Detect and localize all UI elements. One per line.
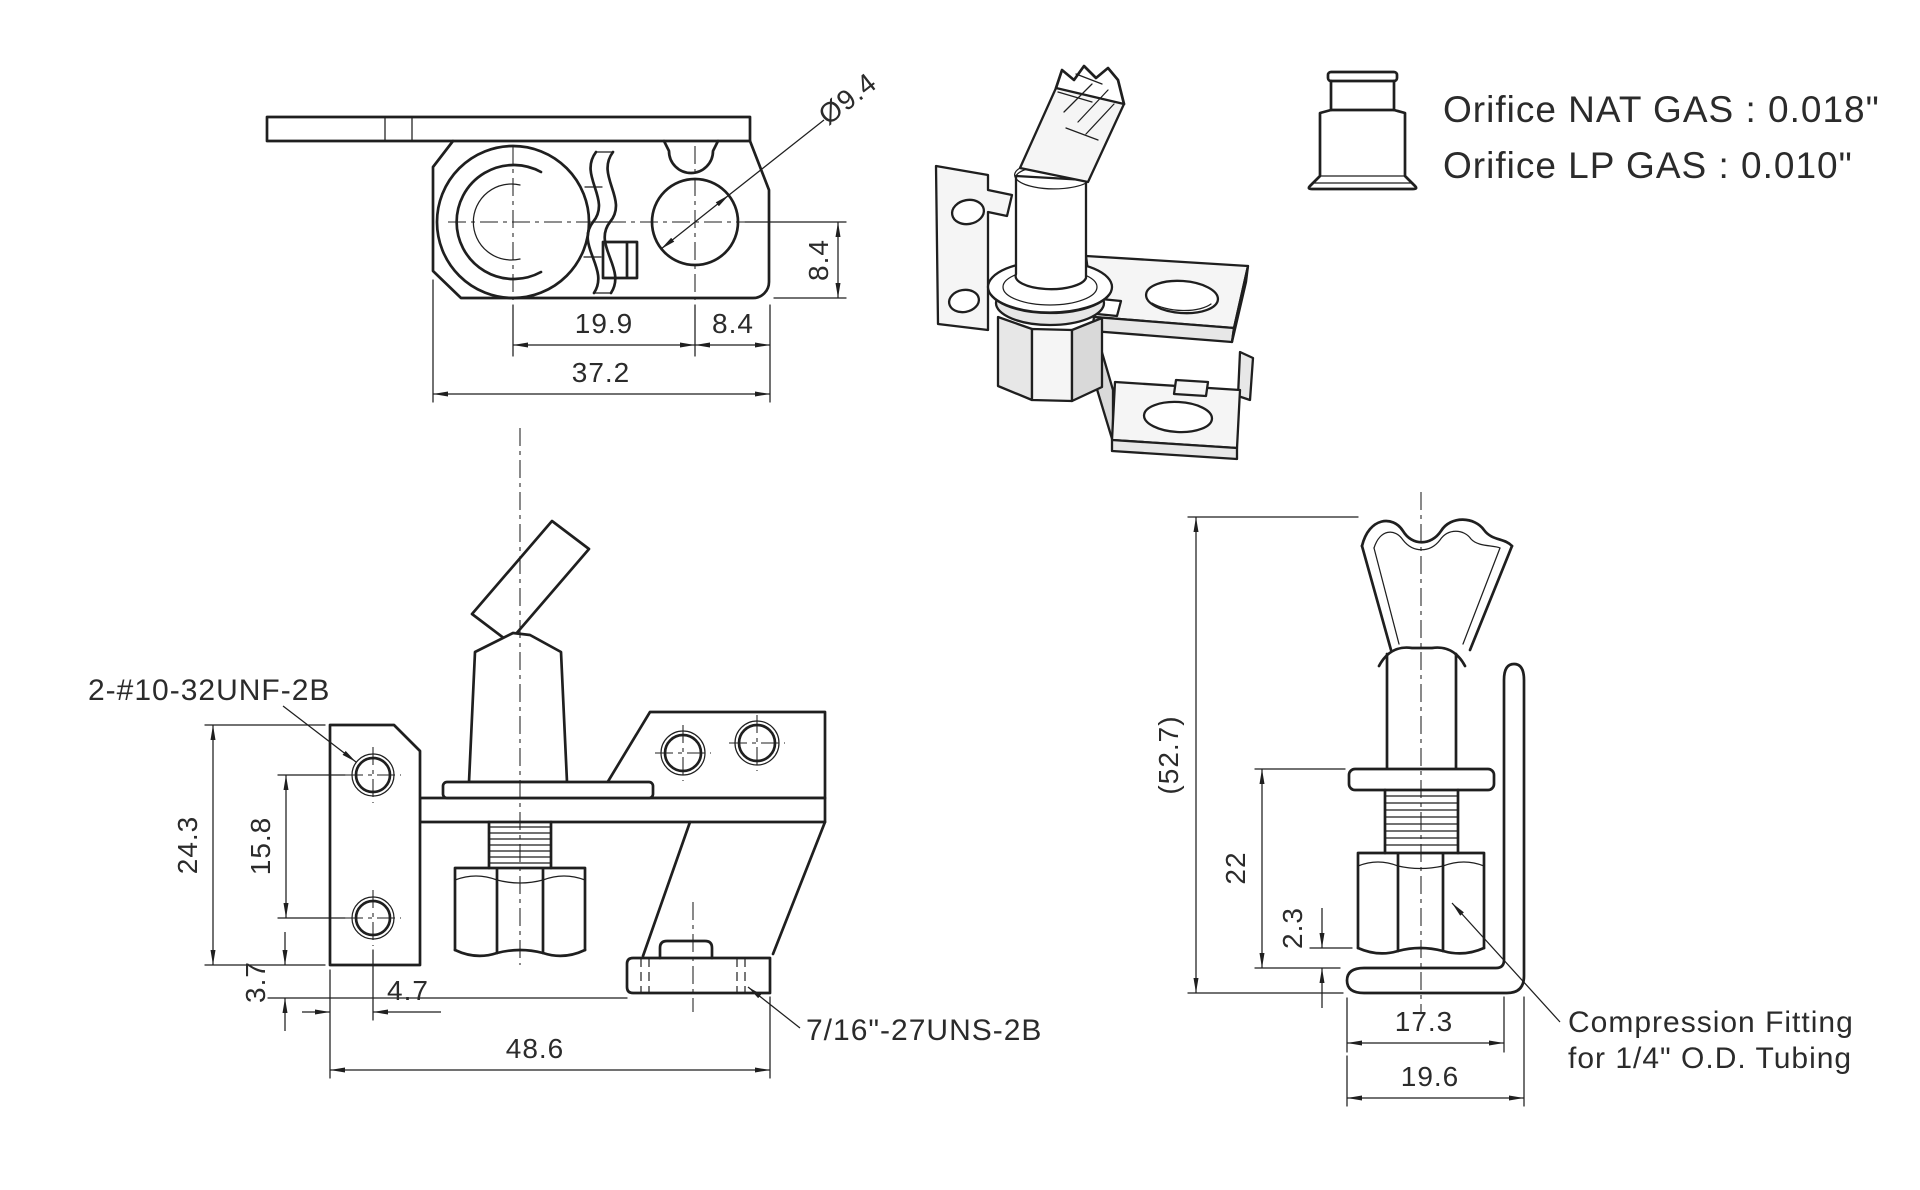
leader-stem-thread <box>747 986 801 1029</box>
dim-overall-width-front: 48.6 <box>506 1033 565 1064</box>
crown-inner-wave <box>1373 530 1501 551</box>
dim-inner-width: 17.3 <box>1395 1006 1454 1037</box>
iso-nut-left <box>996 315 1034 402</box>
base-plate-lip <box>658 939 714 960</box>
dia-leader <box>728 119 825 196</box>
crown-top-wave <box>1360 518 1514 548</box>
iso-foot-tab <box>1172 378 1210 398</box>
iso-foot-wall <box>1236 350 1255 402</box>
orifice-skirt-lines <box>1311 175 1414 184</box>
label-compression-2: for 1/4" O.D. Tubing <box>1568 1042 1852 1075</box>
isometric-view <box>934 64 1255 461</box>
dim-hole-to-bottom: 8.4 <box>803 239 834 281</box>
mounting-bar <box>418 796 827 824</box>
dim-bottom-offset: 3.7 <box>240 961 271 1003</box>
iso-cylinder-top-front <box>1014 167 1089 190</box>
dim-plate-height: 24.3 <box>172 816 203 875</box>
iso-igniter-coil <box>1057 73 1115 141</box>
dim-hole-offset: 4.7 <box>387 975 429 1006</box>
iso-hole-upper <box>950 198 986 226</box>
front-view: 2-#10-32UNF-2B 7/16"-27UNS-2B 24.3 15.8 … <box>88 428 1042 1079</box>
housing-outline <box>431 139 771 300</box>
dim-overall-height: (52.7) <box>1153 715 1184 794</box>
dia-arrows <box>660 194 730 250</box>
iso-plate-hole <box>1144 279 1220 315</box>
iso-foot-edge <box>1110 438 1239 461</box>
iso-igniter <box>1018 86 1126 184</box>
iso-foot-hole <box>1142 400 1214 434</box>
leader-compression <box>1451 902 1561 1023</box>
front-bracket-plate <box>328 723 422 967</box>
label-compression-1: Compression Fitting <box>1568 1006 1854 1039</box>
side-stem <box>1383 788 1460 855</box>
strip-ticks <box>384 116 413 142</box>
side-nut-bottom <box>1356 946 1486 955</box>
dim-gap: 2.3 <box>1277 907 1308 949</box>
iso-igniter-tip <box>1054 64 1126 106</box>
label-stem-thread: 7/16"-27UNS-2B <box>806 1014 1042 1047</box>
bent-webs <box>641 820 827 958</box>
side-nut-chamfer <box>1357 861 1485 870</box>
base-plate <box>625 956 772 995</box>
ext-15-8 <box>277 774 346 919</box>
label-mount-holes: 2-#10-32UNF-2B <box>88 674 330 707</box>
crown-lip <box>1377 646 1467 668</box>
dim-hole-dia: Ø9.4 <box>813 66 883 130</box>
ext-22 <box>1254 768 1346 969</box>
iso-plate-side <box>1230 264 1250 344</box>
burner-body <box>467 631 569 784</box>
iso-cylinder <box>1014 174 1088 291</box>
burner-flange <box>441 780 655 800</box>
orifice-detail: Orifice NAT GAS : 0.018" Orifice LP GAS … <box>1307 70 1880 191</box>
leader-mount-holes <box>282 705 357 763</box>
top-plate-strip <box>265 115 752 143</box>
fitting-thread-hidden <box>640 958 746 993</box>
dim-hole-to-edge: 8.4 <box>712 308 754 339</box>
dim-body-height: 22 <box>1220 851 1251 884</box>
note-orifice-nat: Orifice NAT GAS : 0.018" <box>1443 89 1880 130</box>
dim-overall-width: 37.2 <box>572 357 631 388</box>
orifice-cap-rim <box>1326 70 1399 83</box>
igniter-lever <box>470 519 591 644</box>
dim-hole-spacing: 19.9 <box>575 308 634 339</box>
side-view: Compression Fitting for 1/4" O.D. Tubing… <box>1153 492 1854 1107</box>
note-orifice-lp: Orifice LP GAS : 0.010" <box>1443 145 1853 186</box>
top-notch <box>662 139 720 175</box>
window-detail <box>601 240 639 280</box>
ext-24-3 <box>204 724 326 966</box>
dim-outer-width: 19.6 <box>1401 1061 1460 1092</box>
iso-nut-front <box>1030 327 1074 403</box>
ext-lines-right <box>744 221 847 299</box>
top-view: Ø9.4 19.9 8.4 37.2 8.4 <box>265 66 883 403</box>
iso-plate-hole-depth <box>1151 302 1212 312</box>
side-bracket <box>1345 662 1526 995</box>
side-tube <box>1385 652 1458 771</box>
ext-lines-bottom <box>432 279 771 403</box>
iso-nut-right <box>1070 316 1104 403</box>
iso-flange-thickness <box>990 293 1110 313</box>
ext-4-7 <box>329 949 374 1079</box>
dim-hole-spacing-front: 15.8 <box>245 817 276 876</box>
orifice-body <box>1307 108 1418 191</box>
ext-52-7 <box>1187 516 1359 994</box>
crown-walls <box>1360 544 1514 652</box>
iso-hole-lower <box>947 288 981 314</box>
orifice-cap-sides <box>1329 79 1396 112</box>
crown-inner-walls <box>1373 547 1501 645</box>
